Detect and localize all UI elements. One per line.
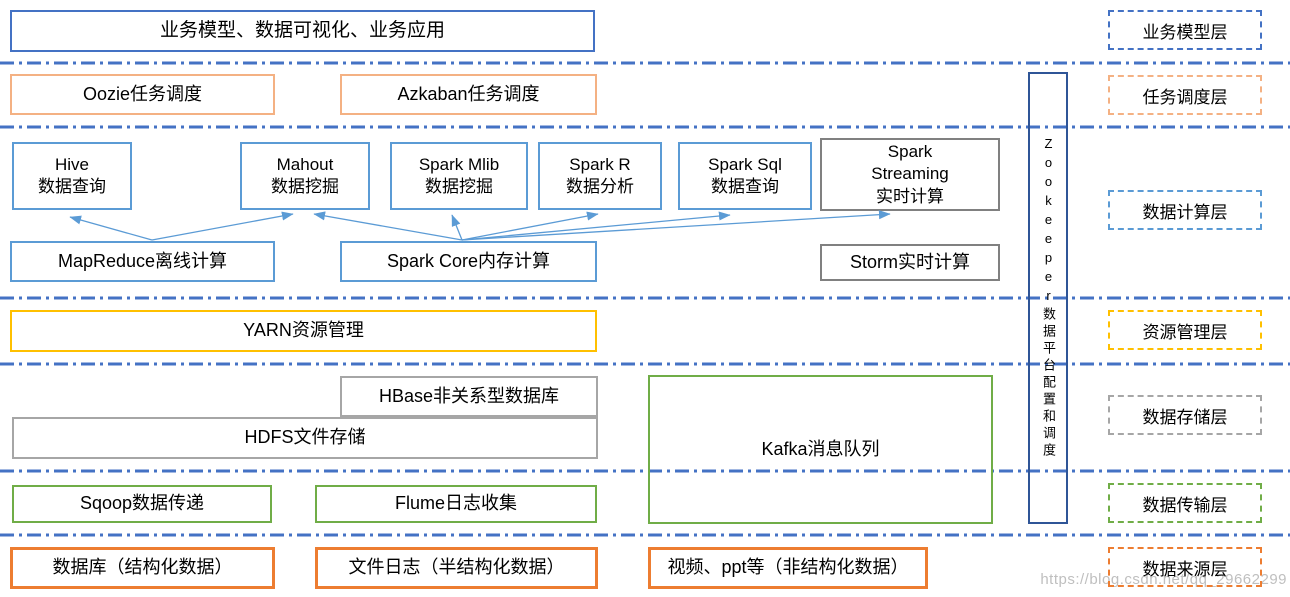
- node-label: Spark: [887, 141, 933, 161]
- node-yarn: YARN资源管理: [10, 310, 597, 352]
- node-label: 数据挖掘: [271, 177, 339, 196]
- layer-label-text: 数据来源层: [1142, 559, 1228, 579]
- node-label: 数据分析: [566, 177, 634, 196]
- node-hdfs: HDFS文件存储: [12, 417, 598, 459]
- node-label: Spark Core内存计算: [386, 250, 551, 271]
- layer-label-data-source: 数据来源层: [1108, 547, 1262, 587]
- node-label: 数据查询: [711, 177, 779, 196]
- node-label: 实时计算: [876, 186, 944, 206]
- layer-label-text: 数据计算层: [1142, 202, 1228, 222]
- node-label: Zookeeper数据平台配置和调度: [1041, 136, 1056, 460]
- node-oozie: Oozie任务调度: [10, 74, 275, 115]
- node-media-source: 视频、ppt等（非结构化数据）: [648, 547, 928, 589]
- node-zookeeper-bar: Zookeeper数据平台配置和调度: [1028, 72, 1068, 524]
- node-spark-sql: Spark Sql 数据查询: [678, 142, 812, 210]
- layer-label-text: 任务调度层: [1142, 87, 1228, 107]
- node-label: Streaming: [871, 164, 949, 184]
- node-label: HDFS文件存储: [244, 427, 366, 448]
- node-spark-r: Spark R 数据分析: [538, 142, 662, 210]
- node-spark-streaming: Spark Streaming 实时计算: [820, 138, 1000, 211]
- node-mapreduce: MapReduce离线计算: [10, 241, 275, 282]
- arrow-sparkcore-to-sparkr: [461, 211, 599, 241]
- watermark-url: https://blog.csdn.net/qq_29662299: [1040, 571, 1287, 588]
- node-spark-mlib: Spark Mlib 数据挖掘: [390, 142, 528, 210]
- node-label: Spark R: [569, 154, 631, 174]
- layer-label-business-model: 业务模型层: [1108, 10, 1262, 50]
- node-label: 数据库（结构化数据）: [52, 557, 233, 578]
- node-flume: Flume日志收集: [315, 485, 597, 523]
- node-label: 文件日志（半结构化数据）: [348, 557, 565, 578]
- node-database-source: 数据库（结构化数据）: [10, 547, 275, 589]
- node-label: Kafka消息队列: [761, 438, 880, 459]
- node-spark-core: Spark Core内存计算: [340, 241, 597, 282]
- node-label: YARN资源管理: [243, 320, 364, 341]
- node-label: Azkaban任务调度: [397, 83, 540, 104]
- node-label: Storm实时计算: [849, 251, 970, 272]
- node-hive: Hive 数据查询: [12, 142, 132, 210]
- node-label: HBase非关系型数据库: [378, 385, 560, 406]
- arrow-sparkcore-to-sparkmlib: [451, 214, 463, 241]
- layer-label-text: 数据存储层: [1142, 407, 1228, 427]
- arrow-mapreduce-to-mahout: [151, 211, 294, 241]
- node-label: Oozie任务调度: [82, 83, 203, 104]
- arrow-sparkcore-to-sparksql: [461, 211, 731, 241]
- layer-label-text: 数据传输层: [1142, 495, 1228, 515]
- layer-label-text: 业务模型层: [1142, 22, 1228, 42]
- node-kafka: Kafka消息队列: [648, 375, 993, 524]
- layer-label-data-transport: 数据传输层: [1108, 483, 1262, 523]
- layer-label-data-compute: 数据计算层: [1108, 190, 1262, 230]
- arrow-sparkcore-to-mahout: [313, 211, 463, 241]
- node-label: 数据挖掘: [425, 177, 493, 196]
- node-storm: Storm实时计算: [820, 244, 1000, 281]
- node-label: Spark Mlib: [418, 154, 500, 174]
- node-label: Spark Sql: [708, 154, 782, 174]
- node-label: Flume日志收集: [394, 493, 517, 514]
- node-label: Mahout: [276, 154, 334, 174]
- layer-label-data-storage: 数据存储层: [1108, 395, 1262, 435]
- node-sqoop: Sqoop数据传递: [12, 485, 272, 523]
- arrow-mapreduce-to-hive: [69, 215, 153, 241]
- node-label: 数据查询: [38, 177, 106, 196]
- node-mahout: Mahout 数据挖掘: [240, 142, 370, 210]
- layer-label-task-schedule: 任务调度层: [1108, 75, 1262, 115]
- node-label: 业务模型、数据可视化、业务应用: [159, 19, 445, 41]
- layer-label-text: 资源管理层: [1142, 322, 1228, 342]
- arrow-sparkcore-to-sparkstream: [461, 210, 891, 241]
- node-filelog-source: 文件日志（半结构化数据）: [315, 547, 598, 589]
- node-azkaban: Azkaban任务调度: [340, 74, 597, 115]
- node-hbase: HBase非关系型数据库: [340, 376, 598, 417]
- node-label: 视频、ppt等（非结构化数据）: [667, 557, 909, 578]
- node-label: Hive: [54, 154, 89, 174]
- node-business-application: 业务模型、数据可视化、业务应用: [10, 10, 595, 52]
- node-label: Sqoop数据传递: [79, 493, 205, 514]
- node-label: MapReduce离线计算: [57, 250, 228, 271]
- layer-label-resource-manage: 资源管理层: [1108, 310, 1262, 350]
